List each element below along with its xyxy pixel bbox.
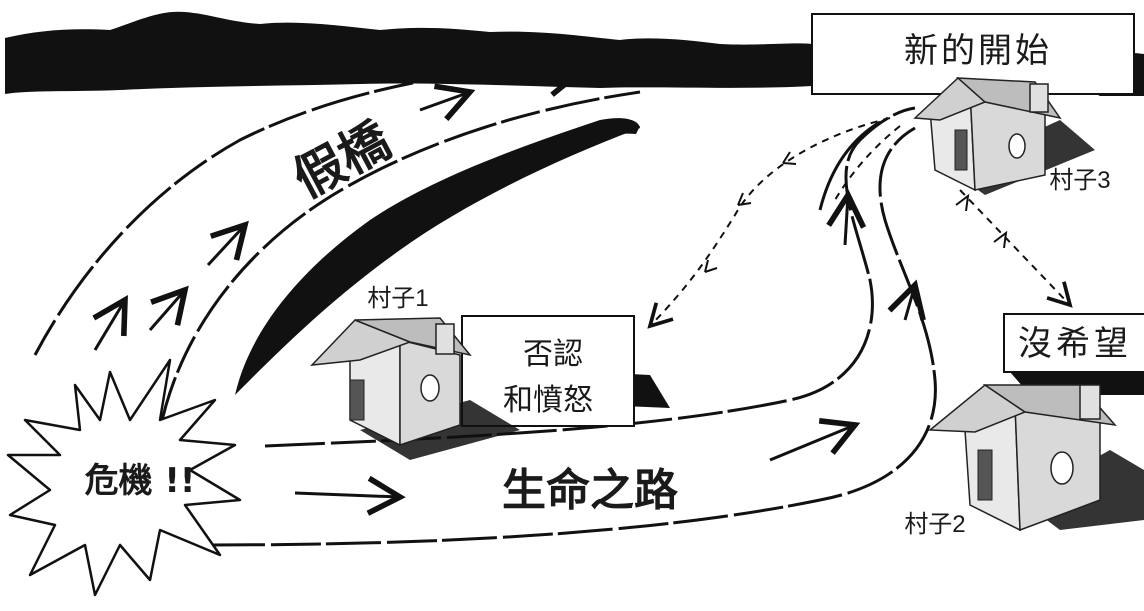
denial-sign-board — [461, 315, 635, 427]
denial-sign-line1: 否認 — [523, 337, 583, 372]
village1-house — [310, 317, 520, 460]
road-of-life-label: 生命之路 — [502, 465, 679, 516]
village3-house — [913, 76, 1095, 195]
road-of-life-edge-top — [264, 106, 916, 448]
denial-anger-sign: 否認 和憤怒 — [461, 315, 670, 427]
road-of-life-arrows — [294, 189, 926, 516]
return-arrow-heads — [704, 151, 797, 273]
false-bridge-arrows — [92, 57, 586, 351]
road-of-life-mid-stroke — [818, 120, 881, 211]
crisis-starburst — [6, 358, 242, 597]
village3-label: 村子3 — [1049, 167, 1110, 194]
crisis-label: 危機 !! — [85, 461, 196, 501]
new-beginning-label: 新的開始 — [904, 31, 1052, 71]
road-of-life-edge-bottom — [209, 126, 937, 547]
false-bridge-edge-inner — [158, 90, 641, 431]
village2-label: 村子2 — [904, 511, 965, 538]
denial-sign-line2: 和憤怒 — [503, 383, 593, 418]
mountain-range — [5, 11, 812, 94]
no-hope-board — [1003, 313, 1144, 373]
false-bridge-shadow-tip — [560, 124, 640, 150]
false-bridge-label: 假橋 — [284, 111, 400, 209]
no-hope-sign: 沒希望 — [1003, 313, 1144, 395]
village2-house — [928, 384, 1144, 532]
return-dashed-arrows — [647, 117, 901, 329]
no-hope-label: 沒希望 — [1018, 324, 1132, 364]
village1-label: 村子1 — [367, 285, 428, 312]
no-hope-dashed-arrows — [955, 189, 1073, 308]
